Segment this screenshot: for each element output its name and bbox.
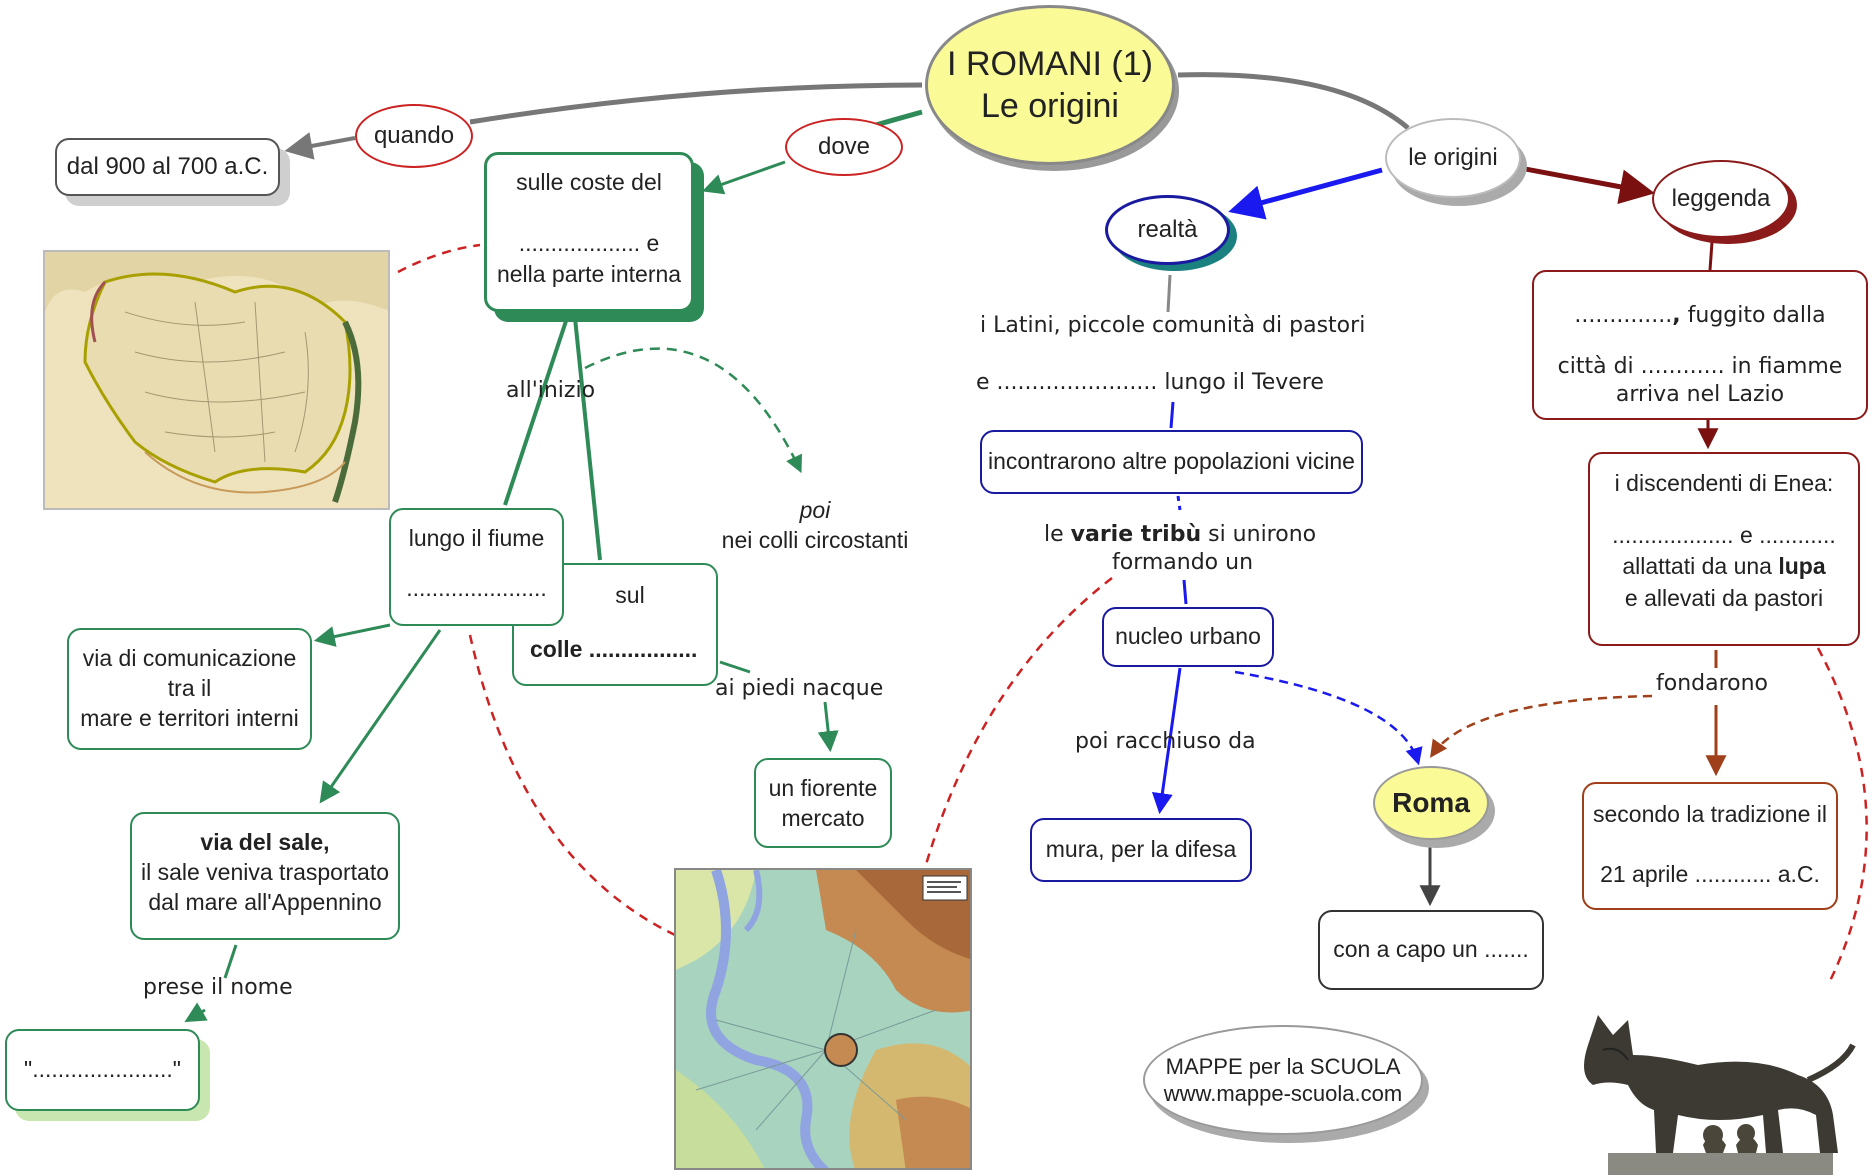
title-node: I ROMANI (1) Le origini (925, 5, 1175, 165)
coste-box: sulle coste del ................... e ne… (484, 152, 694, 312)
capo-text: con a capo un ....... (1333, 936, 1529, 963)
incontrarono-box: incontrarono altre popolazioni vicine (980, 430, 1363, 494)
fiume-box: lungo il fiume ...................... (389, 508, 564, 626)
via-line2: tra il (167, 674, 212, 701)
nei-colli-label: nei colli circostanti (721, 526, 909, 553)
latini-text: i Latini, piccole comunità di pastori (980, 313, 1366, 338)
fuggito-line2: città di ............ in fiamme (1557, 353, 1843, 379)
colle-bold: colle (530, 635, 583, 662)
nucleo-text: nucleo urbano (1115, 623, 1261, 650)
ai-piedi-label: ai piedi nacque (715, 676, 884, 701)
mura-box: mura, per la difesa (1030, 818, 1252, 882)
mappe-oval: MAPPE per la SCUOLA www.mappe-scuola.com (1143, 1025, 1423, 1135)
all-inizio-label: all'inizio (506, 378, 596, 403)
le-origini-label: le origini (1408, 144, 1498, 172)
nucleo-urbano-box: nucleo urbano (1102, 607, 1274, 667)
leggenda-oval: leggenda (1652, 160, 1790, 238)
fuggito-comma: , (1672, 303, 1681, 328)
sale-line3: dal mare all'Appennino (148, 888, 382, 915)
discendenti-allattati: allattati da una (1622, 553, 1779, 580)
fiume-line2: ...................... (406, 574, 547, 601)
date-text: dal 900 al 700 a.C. (66, 153, 269, 181)
coste-line1: sulle coste del (516, 169, 662, 195)
fuggito-box: .............., fuggito dalla città di .… (1532, 270, 1868, 420)
discendenti-lupa: lupa (1778, 553, 1826, 580)
realta-oval: realtà (1105, 195, 1230, 265)
varie-pre: le (1044, 522, 1071, 547)
fiume-line1: lungo il fiume (408, 525, 545, 551)
discendenti-box: i discendenti di Enea: .................… (1588, 452, 1860, 646)
le-origini-oval: le origini (1385, 118, 1521, 198)
tradizione-box: secondo la tradizione il 21 aprile .....… (1582, 782, 1838, 910)
nome-box: "......................" (5, 1029, 200, 1111)
map-of-ancient-italy-image (43, 250, 390, 510)
roma-oval: Roma (1373, 766, 1489, 840)
discendenti-line1: i discendenti di Enea: (1614, 470, 1834, 496)
roma-label: Roma (1392, 786, 1470, 818)
dove-label: dove (817, 133, 871, 161)
mura-text: mura, per la difesa (1045, 836, 1237, 863)
title-line2: Le origini (981, 87, 1119, 125)
tradizione-line2: 21 aprile ............ a.C. (1600, 860, 1820, 887)
varie-post: si unirono (1201, 522, 1317, 547)
discendenti-line2: ................... e ............ (1612, 521, 1836, 548)
via-comunicazione-box: via di comunicazione tra il mare e terri… (67, 628, 312, 750)
fuggito-dots: .............. (1574, 303, 1673, 328)
map-of-rome-area-image (674, 868, 972, 1170)
incontrarono-text: incontrarono altre popolazioni vicine (988, 448, 1355, 475)
fuggito-text: fuggito dalla (1680, 303, 1826, 328)
colle-dots: ................. (582, 635, 698, 662)
varie-bold: varie tribù (1070, 522, 1202, 547)
prese-il-nome-label: prese il nome (143, 975, 293, 1000)
nome-text: "......................" (24, 1056, 181, 1083)
capo-box: con a capo un ....... (1318, 910, 1544, 990)
tradizione-line1: secondo la tradizione il (1593, 801, 1827, 827)
fondarono-text: fondarono (1656, 671, 1769, 696)
racchiuso-text: poi racchiuso da (1075, 729, 1256, 754)
discendenti-line4: e allevati da pastori (1624, 585, 1824, 612)
via-line3: mare e territori interni (80, 704, 299, 731)
formando-text: formando un (1112, 550, 1254, 575)
quando-label: quando (373, 122, 455, 150)
mercato-box: un fiorente mercato (754, 758, 892, 848)
quando-oval: quando (355, 104, 473, 168)
realta-label: realtà (1137, 216, 1198, 244)
poi-label: poi (799, 497, 831, 523)
mappe-line2: www.mappe-scuola.com (1163, 1081, 1403, 1106)
varie-tribu-text: le varie tribù si unirono (1044, 522, 1316, 547)
via-del-sale-box: via del sale, il sale veniva trasportato… (130, 812, 400, 940)
coste-line2: ................... e (518, 230, 660, 257)
mercato-line2: mercato (781, 804, 865, 831)
dove-oval: dove (785, 118, 903, 176)
colle-line1: sul (615, 582, 645, 608)
poi-label-group: poi nei colli circostanti (720, 496, 910, 556)
mercato-line1: un fiorente (768, 775, 878, 801)
coste-line3: nella parte interna (496, 261, 682, 288)
title-line1: I ROMANI (1) (947, 44, 1153, 83)
leggenda-label: leggenda (1671, 185, 1771, 213)
fuggito-line3: arriva nel Lazio (1615, 382, 1785, 408)
sale-line2: il sale veniva trasportato (140, 858, 389, 885)
via-line1: via di comunicazione (82, 645, 297, 671)
capitoline-wolf-statue-image (1568, 985, 1858, 1175)
mappe-line1: MAPPE per la SCUOLA (1165, 1053, 1401, 1079)
date-box: dal 900 al 700 a.C. (55, 138, 280, 196)
lungo-tevere-text: e ....................... lungo il Tever… (976, 370, 1324, 395)
sale-bold: via del sale, (200, 829, 330, 855)
